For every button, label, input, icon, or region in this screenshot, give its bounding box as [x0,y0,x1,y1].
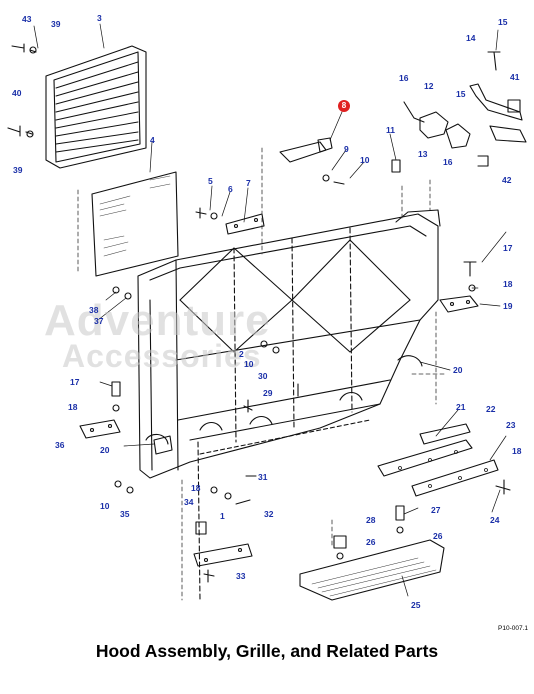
callout-15: 15 [456,89,466,99]
callout-4: 4 [150,135,155,145]
leader-lines [77,147,445,601]
callout-19: 19 [503,301,513,311]
callout-2: 2 [239,349,244,359]
callout-33: 33 [236,571,246,581]
callout-22: 22 [486,404,496,414]
side-plate-19 [439,261,479,313]
callout-26: 26 [366,537,376,547]
callout-20: 20 [100,445,110,455]
callout-18: 18 [503,279,513,289]
callout-21: 21 [456,402,466,412]
callout-6: 6 [228,184,233,194]
callout-1: 1 [220,511,225,521]
callout-29: 29 [263,388,273,398]
callout-20: 20 [453,365,463,375]
callout-30: 30 [258,371,268,381]
callout-16: 16 [443,157,453,167]
callout-34: 34 [184,497,194,507]
callout-36: 36 [55,440,65,450]
callout-43: 43 [22,14,32,24]
callout-42: 42 [502,175,512,185]
center-washers [260,340,280,354]
callout-17: 17 [70,377,80,387]
callout-23: 23 [506,420,516,430]
grille [45,45,147,169]
callout-18: 18 [191,483,201,493]
callout-14: 14 [466,33,476,43]
lower-left-fasteners [112,286,173,494]
callout-11: 11 [386,125,395,135]
callout-leaders [33,23,507,597]
side-rails [377,423,499,497]
decal-panel [91,171,179,277]
latch-assembly-8 [279,137,345,185]
callout-24: 24 [490,515,500,525]
callout-41: 41 [510,72,520,82]
callout-15: 15 [498,17,508,27]
callout-27: 27 [431,505,441,515]
watermark-line1: Adventure [44,296,271,345]
side-plate-36 [79,381,121,439]
callout-18: 18 [68,402,78,412]
figure-reference: P10-007.1 [498,625,528,632]
bracket-assembly-7 [195,207,265,235]
callout-13: 13 [418,149,428,159]
callout-5: 5 [208,176,213,186]
hinge-assembly [391,51,527,173]
watermark-line2: Accessories [62,338,262,374]
callout-28: 28 [366,515,376,525]
callout-31: 31 [258,472,268,482]
callout-18: 18 [512,446,522,456]
bracket-32 [193,441,253,601]
callout-3: 3 [97,13,102,23]
callout-39: 39 [51,19,61,29]
callout-39: 39 [13,165,23,175]
callout-10: 10 [100,501,110,511]
grille-screws [7,43,37,138]
center-bolts [210,383,299,505]
diagram-title: Hood Assembly, Grille, and Related Parts [95,641,439,661]
callout-8-highlighted: 8 [338,100,350,112]
callout-10: 10 [244,359,254,369]
callout-12: 12 [424,81,434,91]
callout-37: 37 [94,316,104,326]
callout-38: 38 [89,305,99,315]
hood-frame [137,209,441,479]
callout-26: 26 [433,531,443,541]
callout-32: 32 [264,509,274,519]
callout-40: 40 [12,88,22,98]
callout-17: 17 [503,243,513,253]
callout-9: 9 [344,144,349,154]
callout-25: 25 [411,600,421,610]
callout-16: 16 [399,73,409,83]
callout-10: 10 [360,155,370,165]
callout-7: 7 [246,178,251,188]
callout-35: 35 [120,509,130,519]
bottom-plate-25 [299,479,511,601]
